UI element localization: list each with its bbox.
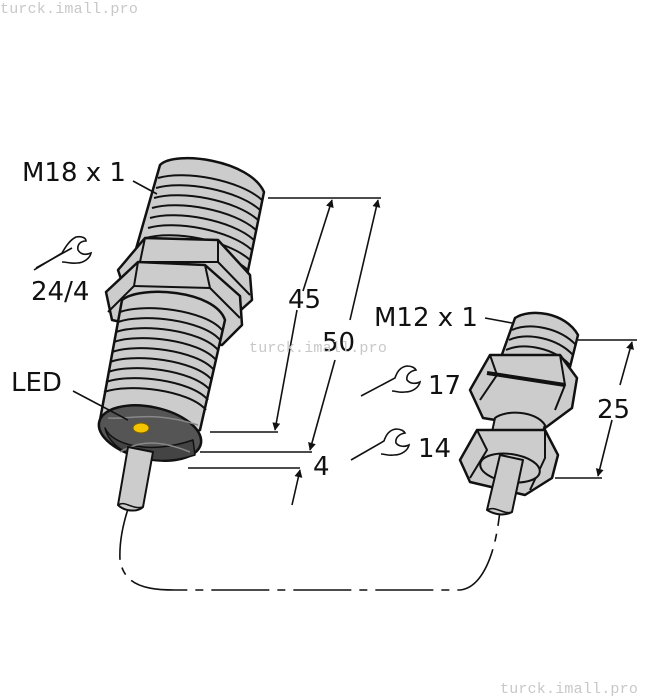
- cable-break-line: [119, 502, 501, 591]
- dimension-lines: [188, 197, 637, 506]
- connector-wrench-17-label: 17: [428, 371, 462, 401]
- dimension-50-label: 50: [322, 328, 356, 358]
- wrench-icon-14: [350, 428, 411, 461]
- wrench-icon-24-4: [33, 235, 93, 271]
- led-label: LED: [11, 368, 62, 398]
- m18-sensor: [97, 156, 266, 512]
- leader-m12: [484, 317, 513, 324]
- connector-thread-label: M12 x 1: [374, 303, 478, 333]
- m12-connector: [458, 311, 580, 516]
- dimension-45-label: 45: [288, 285, 322, 315]
- sensor-thread-label: M18 x 1: [22, 158, 126, 188]
- dimension-4-label: 4: [313, 452, 330, 482]
- watermark-center: turck.imall.pro: [249, 340, 388, 357]
- led-indicator: [132, 422, 150, 434]
- lower-thread-lines: [103, 307, 223, 411]
- sensor-wrench-size-label: 24/4: [31, 277, 90, 307]
- wrench-icon-17: [360, 365, 422, 397]
- connector-wrench-14-label: 14: [418, 434, 452, 464]
- watermark-bottom-right: turck.imall.pro: [500, 681, 639, 698]
- dimension-25-label: 25: [597, 395, 631, 425]
- watermark-top-left: turck.imall.pro: [0, 1, 139, 18]
